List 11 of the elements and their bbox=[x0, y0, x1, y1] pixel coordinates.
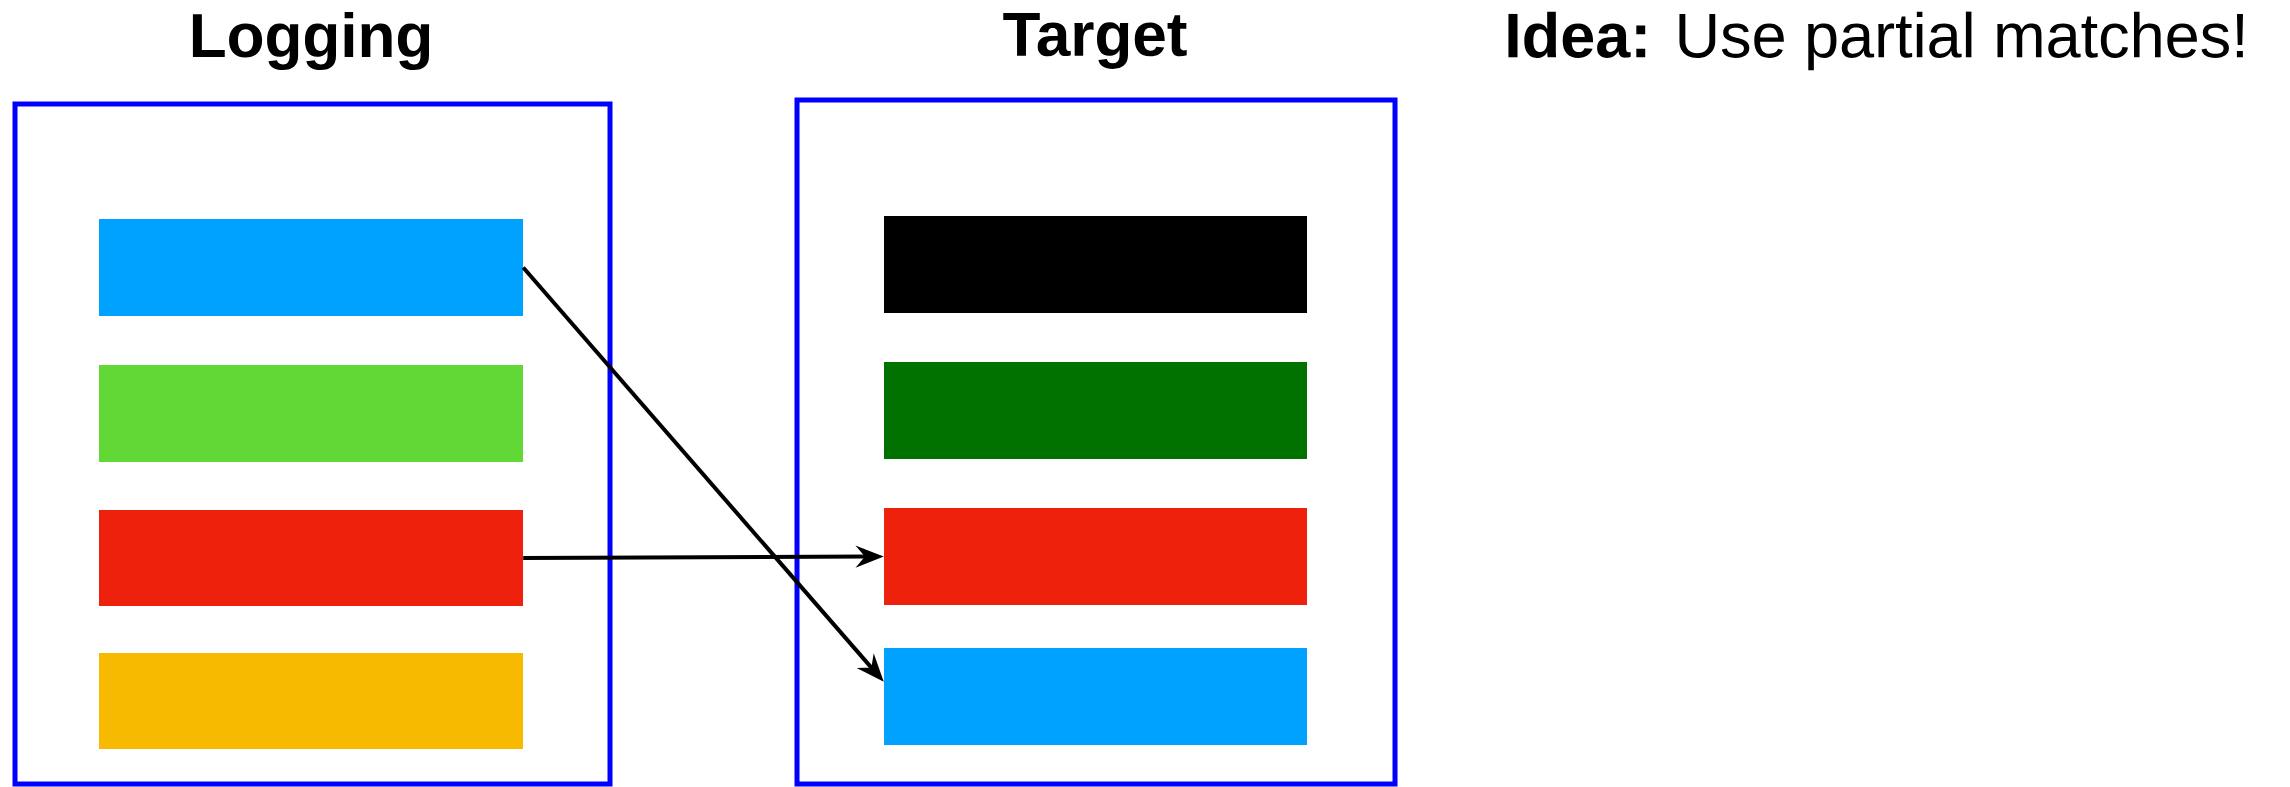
color-bar bbox=[99, 653, 523, 749]
panel-heading: Logging bbox=[192, 12, 430, 71]
color-bar bbox=[99, 365, 523, 462]
panel-heading: Target bbox=[1003, 13, 1187, 69]
color-bar bbox=[884, 216, 1307, 313]
color-bar bbox=[99, 510, 523, 606]
color-bar bbox=[884, 648, 1307, 745]
color-bar bbox=[99, 219, 523, 316]
note-text: Idea: Use partial matches! bbox=[1508, 11, 2243, 71]
color-bar bbox=[884, 362, 1307, 459]
color-bar bbox=[884, 508, 1307, 605]
